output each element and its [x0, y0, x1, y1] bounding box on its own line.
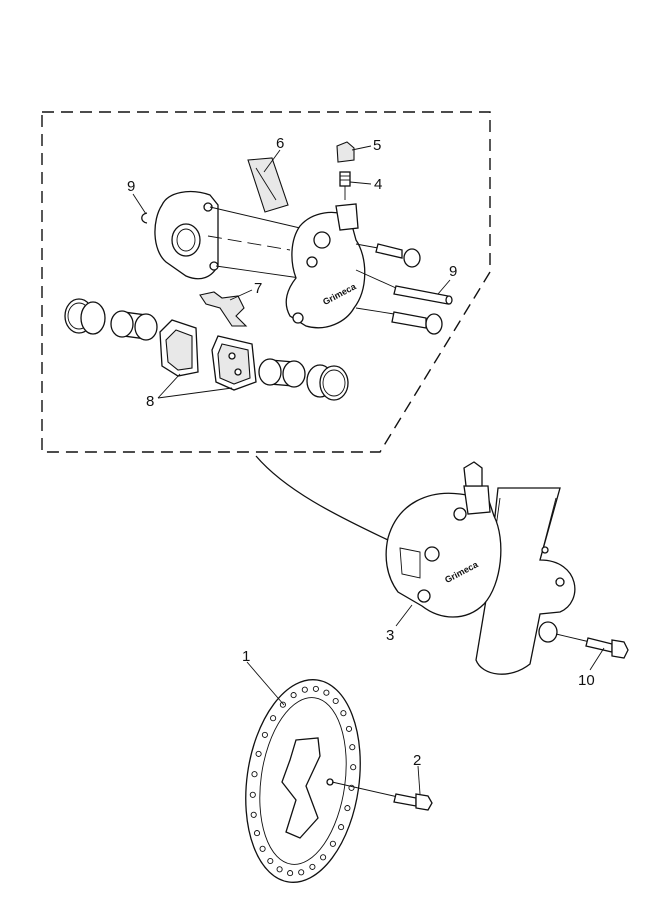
callout-7: 7 [254, 280, 262, 297]
disc-vent-hole [323, 689, 330, 696]
leader-6 [263, 149, 281, 173]
callout-3: 3 [386, 627, 394, 644]
disc-vent-hole [290, 692, 297, 699]
fork-leg [475, 487, 576, 675]
caliper-bracket [154, 191, 219, 280]
mounting-bolt [555, 633, 629, 659]
seal-ring-left-2 [80, 301, 106, 335]
disc-vent-hole [298, 869, 305, 876]
disc-vent-hole [340, 710, 347, 717]
pad-spring [199, 291, 248, 327]
disc-vent-hole [255, 750, 262, 757]
leader-2 [417, 765, 421, 795]
seal-ring-right-2 [319, 365, 349, 401]
anti-rattle-spring [247, 157, 289, 213]
disc-vent-hole [253, 830, 261, 837]
bleed-cap [336, 141, 355, 163]
leader-10 [589, 647, 605, 671]
leader-4 [349, 181, 372, 185]
disc-vent-hole [249, 791, 256, 798]
disc-vent-hole [259, 845, 266, 852]
disc-vent-hole [312, 685, 319, 692]
callout-4: 4 [374, 176, 382, 193]
slide-pin-bolt-upper [355, 243, 421, 268]
callout-2: 2 [413, 752, 421, 769]
disc-vent-hole [338, 824, 345, 831]
disc-vent-hole [309, 863, 316, 870]
callout-9-pin: 9 [449, 263, 457, 280]
leader-8b [157, 387, 233, 399]
disc-vent-hole [261, 731, 268, 738]
seal-ring-right-2-inner [322, 369, 346, 397]
disc-bolt [331, 781, 433, 811]
leader-9b [437, 279, 451, 295]
piston-left [110, 310, 158, 341]
disc-vent-hole [276, 866, 283, 873]
disc-vent-hole [250, 811, 257, 818]
disc-vent-hole [348, 784, 355, 791]
disc-vent-hole [267, 857, 274, 865]
pin-axis-mid [207, 235, 291, 251]
assembly-leader-curve [255, 455, 389, 541]
caliper-assembly: Grimeca [385, 461, 502, 618]
disc-vent-hole [287, 870, 294, 877]
pin-axis-lower [215, 265, 301, 279]
piston-right [258, 358, 306, 388]
disc-vent-hole [345, 725, 353, 732]
disc-vent-hole [301, 686, 308, 693]
disc-vent-hole [279, 701, 286, 708]
disc-vent-hole [332, 697, 339, 705]
pin-axis-upper [209, 206, 301, 229]
brake-pad-left [159, 319, 199, 377]
leader-1 [246, 661, 285, 706]
disc-vent-hole [329, 840, 336, 847]
disc-vent-hole [320, 854, 327, 861]
disc-vent-holes [249, 685, 357, 877]
callout-1: 1 [242, 648, 250, 665]
disc-vent-hole [350, 764, 357, 771]
bleed-nipple [339, 171, 351, 200]
brake-disc [245, 679, 361, 883]
slide-pin-bolt-lower [355, 307, 443, 335]
disc-vent-hole [270, 715, 277, 722]
callout-6: 6 [276, 135, 284, 152]
exploded-view-boundary [41, 111, 491, 453]
leader-8a [157, 373, 181, 399]
leader-5 [351, 145, 372, 151]
callout-10: 10 [578, 672, 595, 689]
guide-pin [355, 269, 453, 305]
leader-9a [132, 193, 147, 215]
disc-vent-hole [251, 771, 258, 778]
clip-ring [141, 212, 148, 224]
leader-3 [395, 604, 413, 627]
caliper-body: Grimeca [285, 203, 366, 329]
brake-pad-right [211, 335, 257, 391]
callout-9-clip: 9 [127, 178, 135, 195]
leader-7 [229, 289, 253, 301]
callout-5: 5 [373, 137, 381, 154]
disc-vent-hole [349, 744, 356, 751]
callout-8: 8 [146, 393, 154, 410]
disc-vent-hole [344, 805, 351, 812]
